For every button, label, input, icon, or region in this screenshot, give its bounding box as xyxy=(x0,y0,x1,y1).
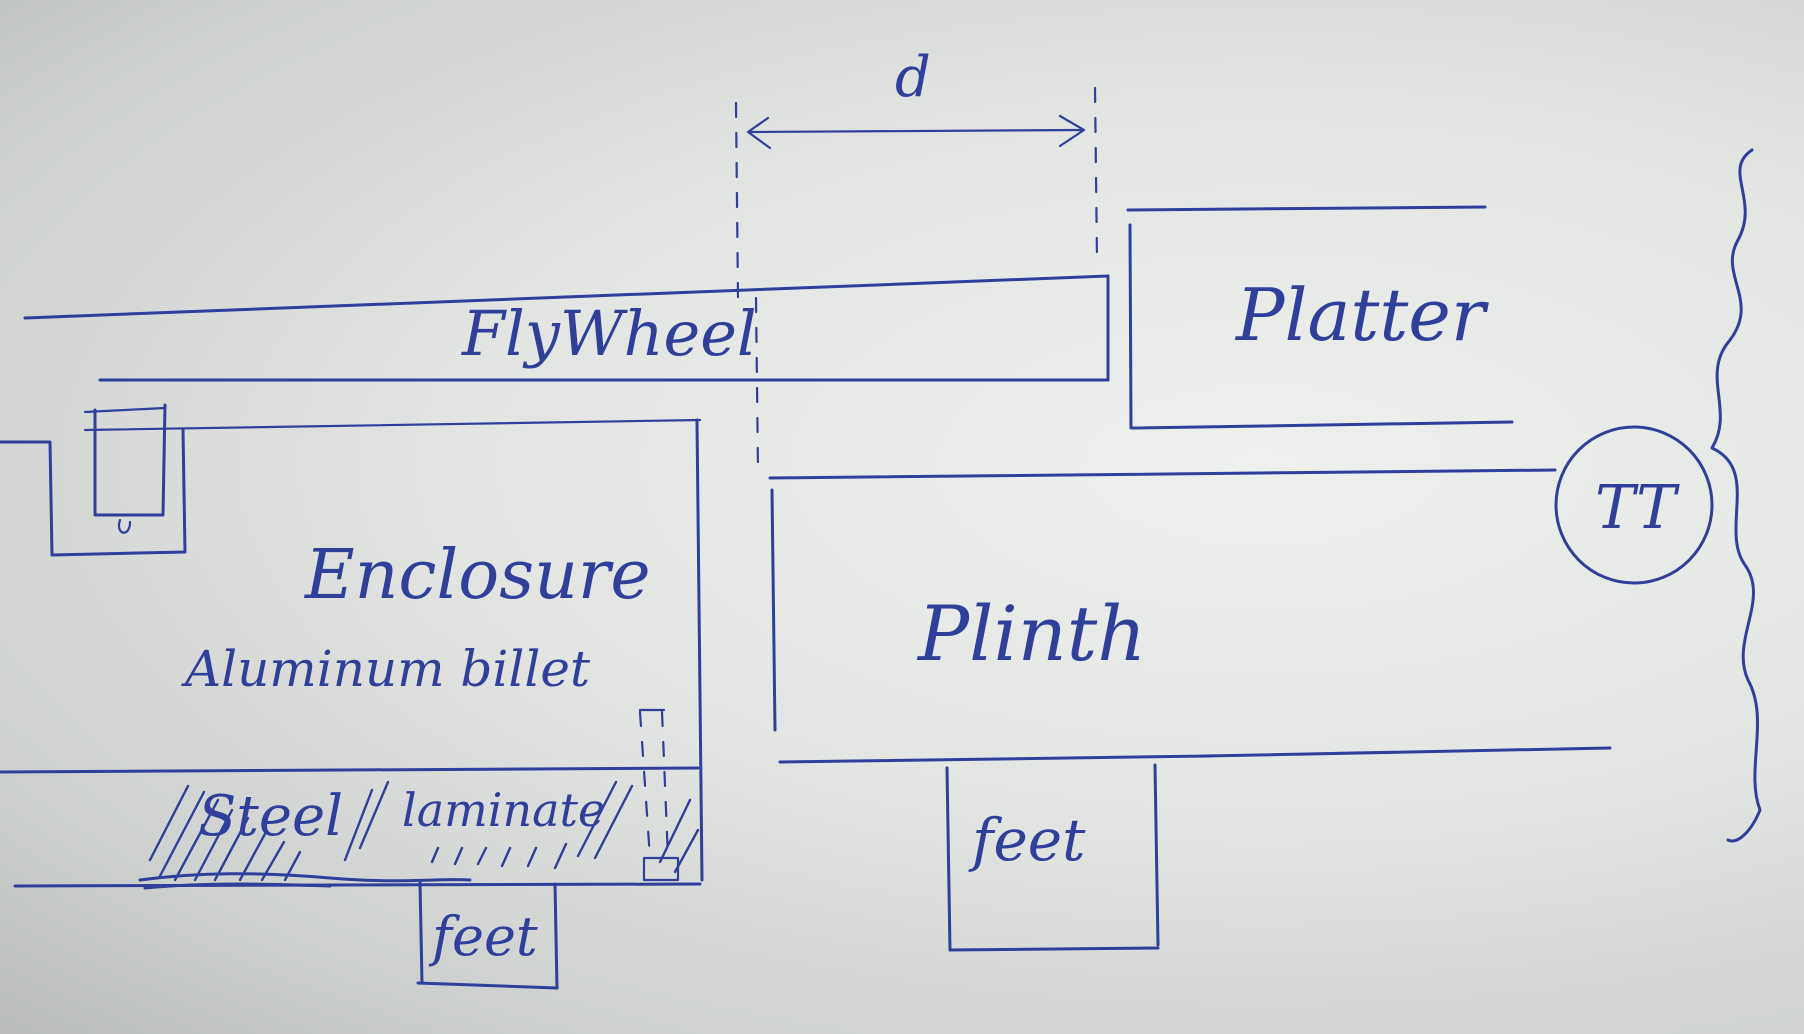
flywheel: FlyWheel xyxy=(23,274,1110,472)
feet-left-right-edge xyxy=(553,882,559,990)
base-bottom-edge xyxy=(13,882,702,888)
feet-right-left-edge xyxy=(945,766,952,952)
flywheel-top-edge xyxy=(23,274,1110,320)
feet-left-label: feet xyxy=(428,905,538,968)
screw-guide-left xyxy=(638,710,652,860)
tt-circle xyxy=(1554,425,1714,585)
motor-pulley-icon xyxy=(117,518,132,534)
enclosure-top-edge xyxy=(83,418,702,432)
feet-left-bottom-edge xyxy=(416,981,559,990)
steel-label: Steel xyxy=(198,784,343,849)
feet-left-left-edge xyxy=(418,880,424,985)
base-top-edge xyxy=(0,766,700,774)
platter: Platter xyxy=(1126,205,1514,430)
arrowhead-right-icon xyxy=(1058,114,1086,148)
enclosure-left-recess xyxy=(0,428,187,557)
feet-right: feet xyxy=(945,763,1160,952)
plinth: Plinth xyxy=(768,468,1612,764)
tt-label: TT xyxy=(1595,473,1680,543)
enclosure: Enclosure Aluminum billet xyxy=(0,403,704,882)
flywheel-label: FlyWheel xyxy=(461,297,757,370)
enclosure-material-label: Aluminum billet xyxy=(181,640,591,698)
steel-bottom-thick-2 xyxy=(143,882,332,890)
arrowhead-left-icon xyxy=(746,116,772,150)
enclosure-right-edge xyxy=(695,418,704,882)
platter-label: Platter xyxy=(1234,273,1489,357)
motor-body xyxy=(93,403,167,517)
feet-right-label: feet xyxy=(968,806,1086,874)
dimension-guide-left xyxy=(734,101,740,302)
platter-top-edge xyxy=(1126,205,1487,212)
dimension-d: d xyxy=(734,45,1099,302)
feet-right-bottom-edge xyxy=(948,946,1160,952)
screw-nut xyxy=(642,856,680,882)
hatching xyxy=(138,780,700,890)
plinth-bottom-edge-left xyxy=(778,754,1212,764)
dimension-guide-right xyxy=(1093,86,1099,262)
dimension-label: d xyxy=(895,45,931,110)
plinth-top-edge xyxy=(768,468,1557,480)
dimension-arrow-line xyxy=(748,128,1084,134)
screw-guide-right xyxy=(660,710,670,860)
tt: TT xyxy=(1554,148,1762,843)
plinth-bottom-edge-right xyxy=(1203,746,1612,758)
feet-left: feet xyxy=(416,880,559,990)
laminate-label: laminate xyxy=(402,783,605,837)
steel-bottom-thick xyxy=(138,872,472,883)
plinth-left-edge xyxy=(770,488,777,732)
steel-laminate-base: Steel laminate xyxy=(0,708,702,890)
enclosure-label: Enclosure xyxy=(303,536,651,615)
platter-left-edge xyxy=(1128,223,1133,430)
feet-right-right-edge xyxy=(1153,763,1160,947)
plinth-label: Plinth xyxy=(916,589,1146,678)
motor-top-edge xyxy=(83,406,167,414)
tt-wavy-line xyxy=(1710,148,1762,843)
platter-bottom-edge xyxy=(1131,420,1514,430)
